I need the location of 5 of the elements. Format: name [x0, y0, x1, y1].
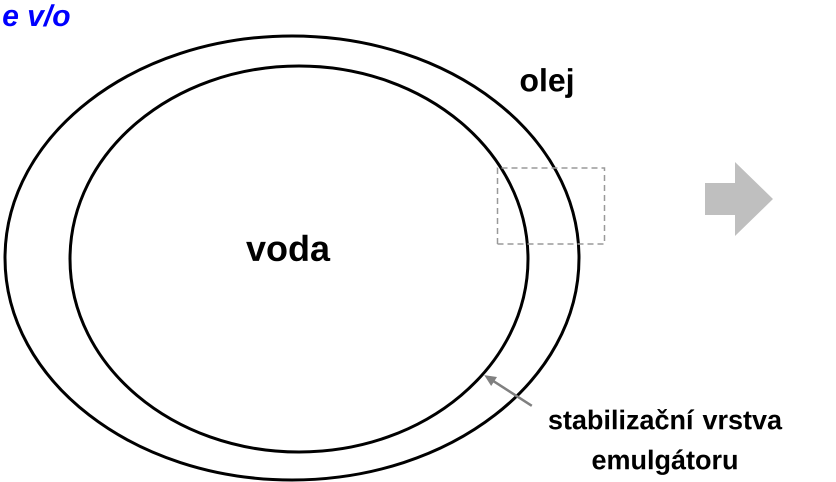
title: e v/o [3, 4, 70, 27]
ellipse-label: voda [246, 234, 330, 262]
layer-label: stabilizační vrstva emulgátoru [548, 409, 782, 475]
phase-label: olej [520, 68, 572, 98]
zoom-region [496, 167, 606, 245]
